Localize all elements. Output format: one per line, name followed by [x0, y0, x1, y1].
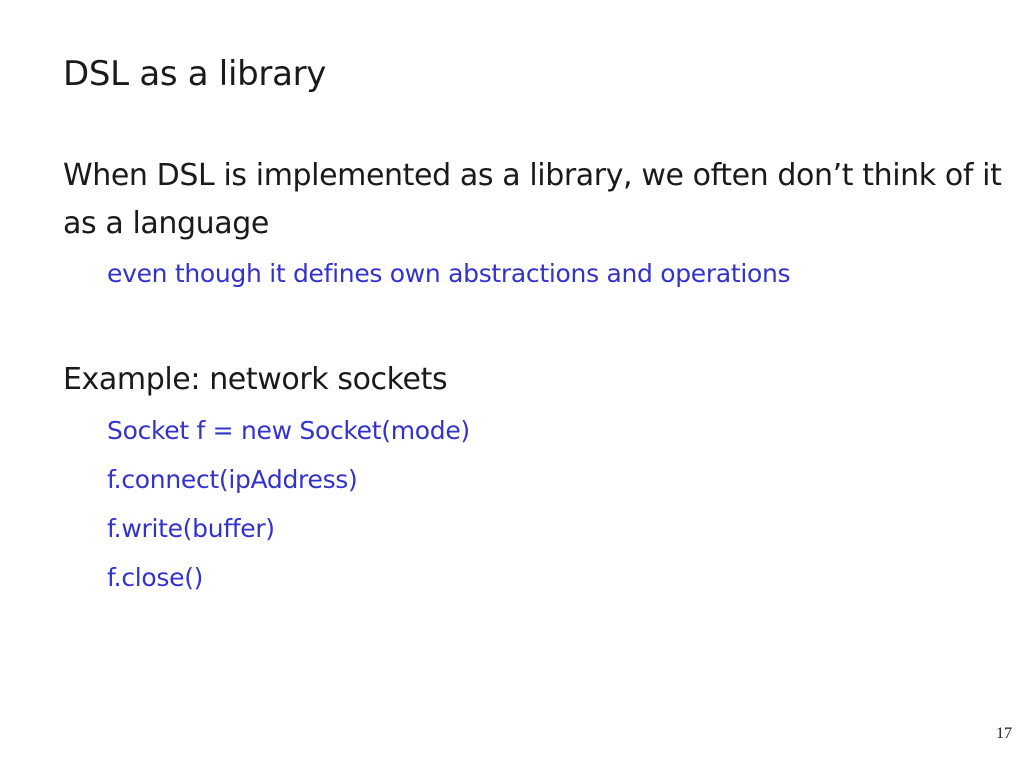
- bullet-paragraph-1: When DSL is implemented as a library, we…: [63, 158, 1002, 241]
- slide-title: DSL as a library: [63, 54, 327, 94]
- code-line-4: f.close(): [107, 563, 204, 592]
- sub-bullet-1: even though it defines own abstractions …: [107, 259, 791, 288]
- code-line-2: f.connect(ipAddress): [107, 465, 358, 494]
- code-line-3: f.write(buffer): [107, 514, 275, 543]
- page-number: 17: [996, 725, 1012, 742]
- bullet-paragraph-2: Example: network sockets: [63, 362, 448, 397]
- code-line-1: Socket f = new Socket(mode): [107, 416, 470, 445]
